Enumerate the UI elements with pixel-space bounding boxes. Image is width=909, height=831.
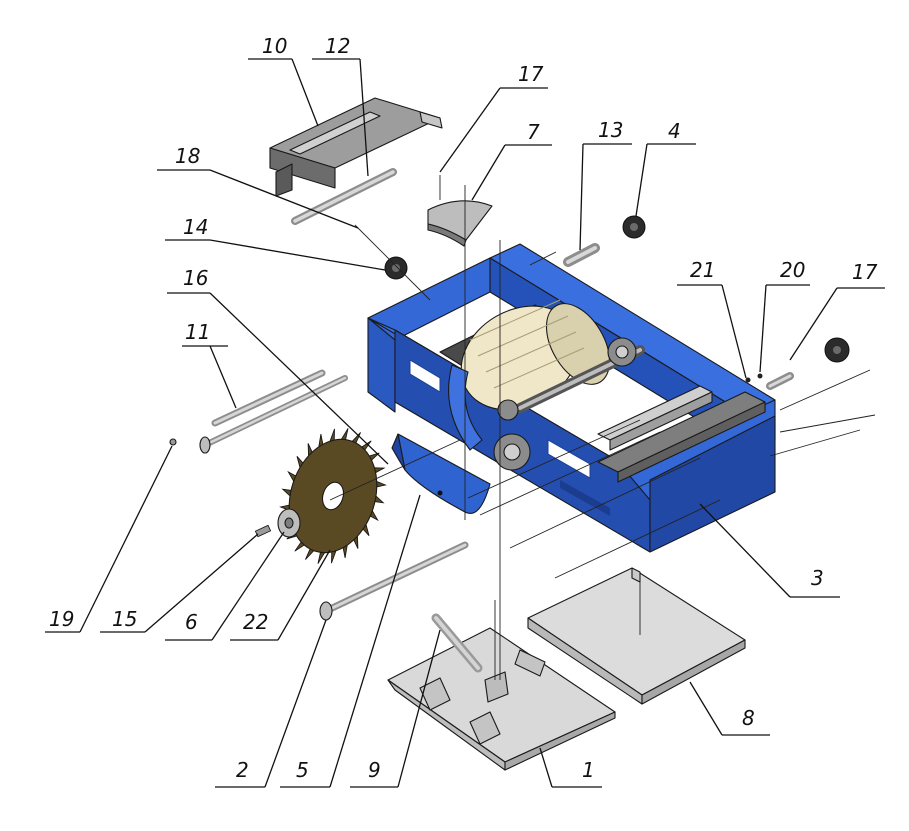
callout-11: 11 (185, 320, 211, 344)
saw-blade-part-22 (279, 428, 387, 564)
callout-22: 22 (243, 610, 269, 634)
callout-19: 19 (49, 607, 75, 631)
pin-part-20-21 (745, 372, 794, 390)
main-frame-part-3 (367, 243, 776, 553)
sleeve-part-13 (563, 243, 600, 267)
callout-3: 3 (811, 566, 824, 590)
assembly-centerlines (329, 175, 876, 680)
callout-20: 20 (780, 258, 806, 282)
callout-6: 6 (185, 610, 198, 634)
callout-16: 16 (183, 266, 209, 290)
knob-part-4 (622, 215, 646, 239)
callout-2: 2 (236, 758, 249, 782)
knob-part-14 (384, 256, 408, 280)
knob-part-17-right (824, 337, 850, 363)
callout-15: 15 (112, 607, 138, 631)
callout-4: 4 (668, 119, 681, 143)
callout-17-top: 17 (518, 62, 544, 86)
motor (439, 299, 645, 471)
callout-1: 1 (582, 758, 595, 782)
callout-7: 7 (527, 120, 540, 144)
callout-13: 13 (598, 118, 624, 142)
callout-21: 21 (690, 258, 716, 282)
rod-part-12 (291, 168, 397, 225)
rod-part-9 (431, 613, 483, 673)
shaft-part-11 (169, 369, 348, 454)
callout-14: 14 (183, 215, 209, 239)
flange-part-6 (277, 508, 301, 538)
shaft-part-2 (319, 541, 469, 621)
leader-lines (45, 58, 885, 788)
callout-9: 9 (368, 758, 381, 782)
screw-part-15 (254, 524, 272, 538)
callout-18: 18 (175, 144, 201, 168)
callout-8: 8 (742, 706, 755, 730)
base-plate-part-1 (387, 627, 616, 771)
callout-17-right: 17 (852, 260, 878, 284)
tray-part-8 (527, 567, 746, 705)
callout-10: 10 (262, 34, 288, 58)
callout-5: 5 (296, 758, 309, 782)
callout-12: 12 (325, 34, 351, 58)
bracket-part-10 (269, 97, 443, 197)
cover-part-7 (427, 200, 493, 247)
